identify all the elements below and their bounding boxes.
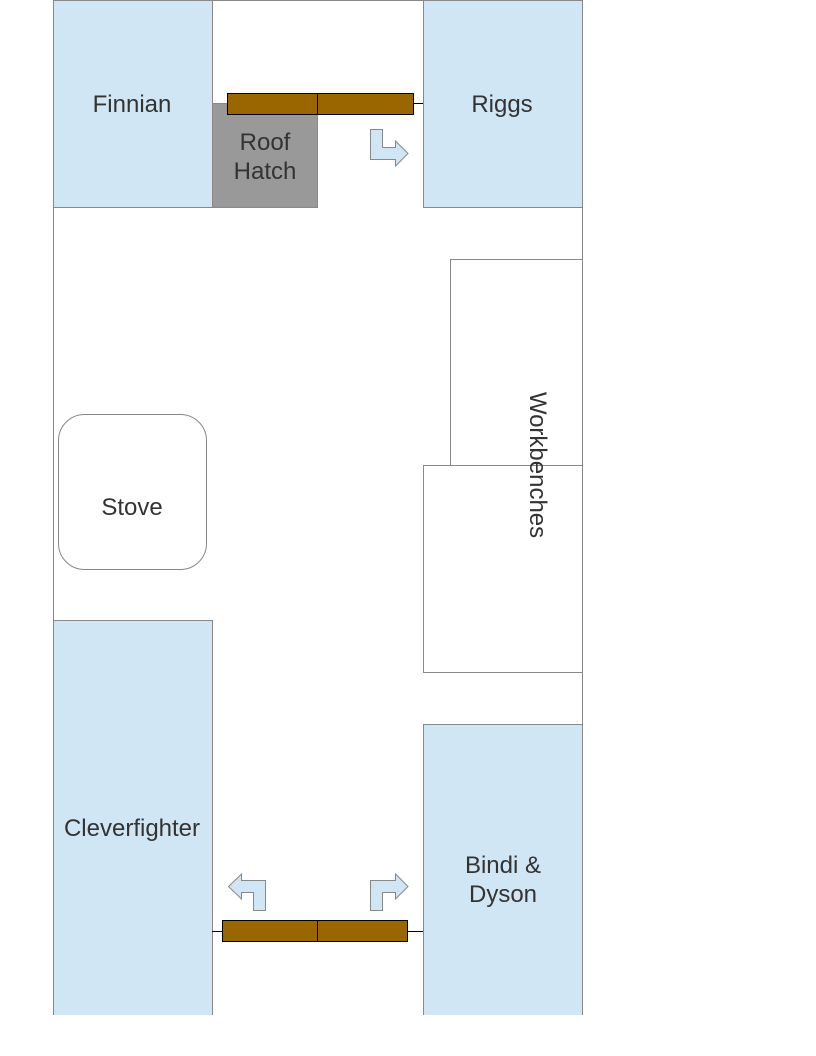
- room-cleverfighter: Cleverfighter: [53, 620, 213, 1021]
- workbenches: Workbenches: [423, 259, 583, 673]
- room-label-finnian: Finnian: [93, 91, 172, 118]
- workbenches-label: Workbenches: [524, 392, 551, 538]
- room-finnian: Finnian: [53, 0, 213, 208]
- stove-label: Stove: [101, 494, 162, 521]
- bottom-door: [212, 920, 423, 942]
- room-bindi-dyson: Bindi & Dyson: [423, 724, 583, 1021]
- stove: Stove: [58, 414, 207, 570]
- roof-hatch-label-2: Hatch: [234, 158, 297, 185]
- room-label-bindi-2: Dyson: [469, 881, 537, 908]
- room-label-bindi-1: Bindi &: [465, 852, 541, 879]
- room-label-riggs: Riggs: [471, 91, 532, 118]
- bent-arrow-left-icon: [227, 872, 266, 911]
- roof-hatch-label-1: Roof: [240, 129, 291, 156]
- bent-arrow-right-icon: [370, 872, 409, 911]
- bent-arrow-right-icon: [370, 129, 409, 168]
- top-door: [227, 93, 423, 115]
- roof-hatch: Roof Hatch: [212, 103, 318, 208]
- room-riggs: Riggs: [423, 0, 583, 208]
- room-label-cleverfighter: Cleverfighter: [64, 815, 200, 842]
